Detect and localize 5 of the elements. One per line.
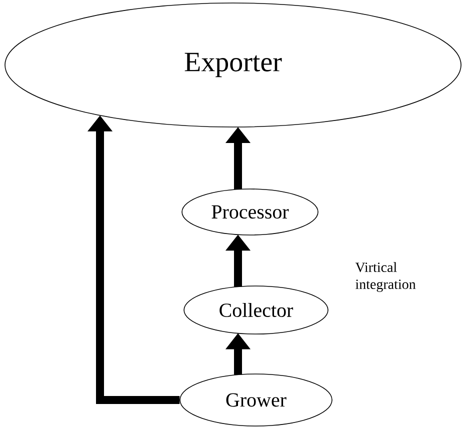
ellipse-node: Collector [184, 286, 328, 334]
ellipse-node: Exporter [4, 2, 462, 128]
ellipse-node: Processor [182, 188, 318, 236]
note-text: Virtical integration [355, 262, 416, 292]
ellipse-node: Grower [180, 374, 332, 426]
